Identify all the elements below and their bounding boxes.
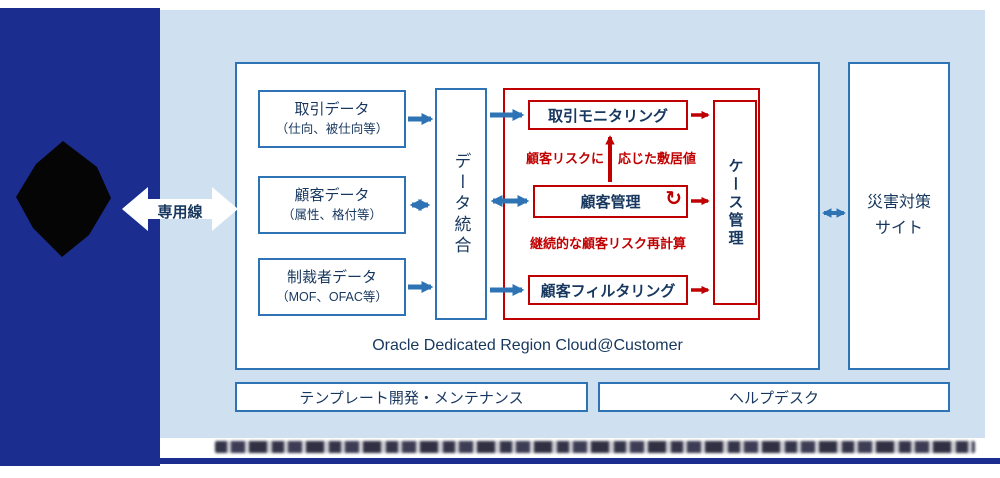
- template-maintenance-box: テンプレート開発・メンテナンス: [235, 382, 588, 412]
- platform-label: Oracle Dedicated Region Cloud@Customer: [372, 337, 683, 354]
- sanctions-data-title: 制裁者データ: [286, 268, 377, 286]
- sanctions-data-box: 制裁者データ （MOF、OFAC等）: [258, 258, 406, 316]
- template-maintenance-label: テンプレート開発・メンテナンス: [299, 389, 524, 407]
- caption-blurred-text: [215, 441, 975, 453]
- threshold-note-left: 顧客リスクに: [525, 151, 604, 166]
- customer-data-subtitle: （属性、格付等）: [281, 207, 382, 222]
- dr-site-box: 災害対策サイト: [848, 62, 950, 370]
- customer-filtering-box: 顧客フィルタリング: [528, 275, 688, 305]
- data-integration-label: データ統合: [451, 151, 471, 257]
- helpdesk-box: ヘルプデスク: [598, 382, 950, 412]
- case-management-label: ケース管理: [726, 157, 744, 248]
- customer-data-box: 顧客データ （属性、格付等）: [258, 176, 406, 234]
- dr-site-label: 災害対策サイト: [866, 194, 931, 237]
- transaction-monitoring-label: 取引モニタリング: [547, 107, 668, 125]
- customer-management-label: 顧客管理: [580, 194, 641, 211]
- customer-filtering-label: 顧客フィルタリング: [540, 282, 676, 300]
- helpdesk-label: ヘルプデスク: [728, 389, 819, 407]
- transaction-data-box: 取引データ （仕向、被仕向等）: [258, 90, 406, 148]
- transaction-data-title: 取引データ: [294, 100, 370, 118]
- recalculation-icon: ↻: [665, 188, 682, 210]
- transaction-monitoring-box: 取引モニタリング: [528, 100, 688, 130]
- sanctions-data-subtitle: （MOF、OFAC等）: [276, 289, 388, 304]
- recalculation-note: 継続的な顧客リスク再計算: [529, 236, 686, 251]
- customer-management-box: 顧客管理 ↻: [533, 185, 688, 218]
- data-integration-box: データ統合: [435, 88, 487, 320]
- customer-data-title: 顧客データ: [294, 186, 370, 204]
- transaction-data-subtitle: （仕向、被仕向等）: [275, 121, 389, 136]
- case-management-box: ケース管理: [713, 100, 757, 305]
- bottom-rule: [0, 458, 1000, 464]
- dedicated-line-label: 専用線: [157, 204, 203, 221]
- left-navy-band: [0, 8, 160, 466]
- threshold-note-right: 応じた敷居値: [618, 151, 697, 166]
